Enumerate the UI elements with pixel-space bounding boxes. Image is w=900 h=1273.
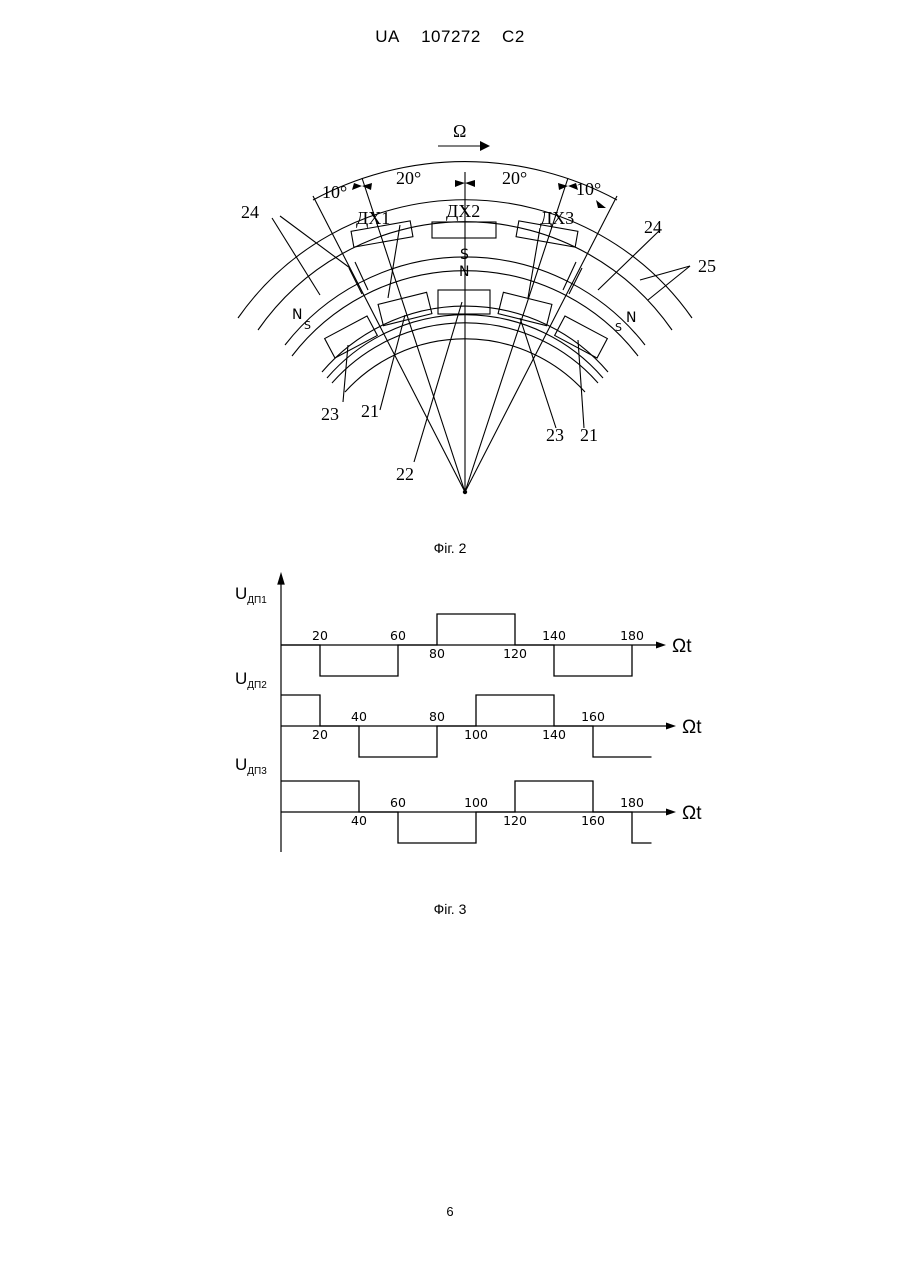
page-number: 6	[0, 1204, 900, 1219]
x-axis-arrow-icon-3	[666, 809, 676, 816]
fig3-caption: Фіг. 3	[0, 901, 900, 917]
tick-label: 180	[620, 628, 644, 643]
series-label-2: UДП2	[235, 669, 267, 691]
tick-label: 40	[351, 813, 367, 828]
tick-label: 60	[390, 795, 406, 810]
series-label-3: UДП3	[235, 755, 267, 777]
tick-label: 60	[390, 628, 406, 643]
tick-label: 80	[429, 709, 445, 724]
tick-label: 120	[503, 646, 527, 661]
tick-label: 120	[503, 813, 527, 828]
tick-label: 20	[312, 727, 328, 742]
x-axis-label-3: Ωt	[682, 803, 702, 824]
tick-label: 100	[464, 727, 488, 742]
tick-label: 80	[429, 646, 445, 661]
tick-label: 40	[351, 709, 367, 724]
tick-label: 140	[542, 628, 566, 643]
y-axis-arrow-icon	[278, 574, 284, 584]
tick-label: 160	[581, 709, 605, 724]
x-axis-label-2: Ωt	[682, 717, 702, 738]
tick-label: 140	[542, 727, 566, 742]
tick-label: 20	[312, 628, 328, 643]
tick-label: 160	[581, 813, 605, 828]
series-label-1: UДП1	[235, 584, 267, 606]
x-axis-arrow-icon-2	[666, 723, 676, 730]
tick-label: 180	[620, 795, 644, 810]
x-axis-arrow-icon-1	[656, 642, 666, 649]
tick-label: 100	[464, 795, 488, 810]
x-axis-label-1: Ωt	[672, 636, 692, 657]
